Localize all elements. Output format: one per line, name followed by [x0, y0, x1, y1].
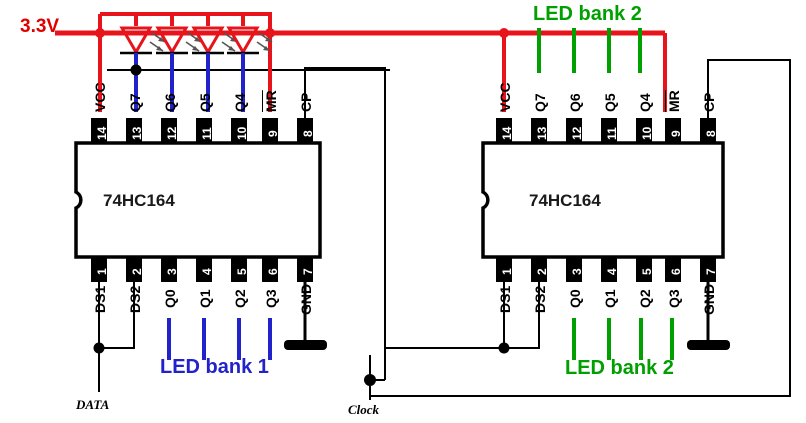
right-pin-num-3: 3 — [570, 268, 584, 275]
left-chip-label: 74HC164 — [103, 191, 175, 210]
right-pin-name-3: Q0 — [567, 289, 583, 308]
left-chip-bottom-pin-boxes — [91, 256, 313, 282]
right-pin-num-9: 9 — [669, 130, 683, 137]
right-pin-num-8: 8 — [704, 130, 718, 137]
wire-right-ds2-to-ds1 — [504, 282, 540, 349]
left-pin-name-3: Q0 — [162, 289, 178, 308]
right-chip-label: 74HC164 — [529, 191, 601, 210]
left-pin-name-14: VCC — [92, 82, 108, 112]
right-chip-top-pin-boxes — [496, 118, 716, 144]
junction-dot-led-common — [130, 64, 142, 76]
led-bank-1-label: LED bank 1 — [160, 356, 269, 378]
power-rail-label: 3.3V — [20, 16, 60, 37]
right-pin-num-1: 1 — [500, 268, 514, 275]
right-pin-num-4: 4 — [605, 268, 619, 275]
left-pin-name-13: Q7 — [127, 93, 143, 112]
right-pin-num-14: 14 — [500, 126, 514, 140]
right-pin-name-9: MR — [666, 90, 682, 112]
right-pin-name-4: Q1 — [602, 289, 618, 308]
left-pin-num-13: 13 — [130, 126, 144, 140]
left-pin-num-14: 14 — [95, 126, 109, 140]
junction-dot-vcc-mid — [265, 28, 275, 38]
data-signal-label: DATA — [76, 397, 110, 412]
left-pin-num-2: 2 — [130, 268, 144, 275]
wire-right-cp-to-clock — [370, 59, 791, 397]
left-pin-num-11: 11 — [200, 127, 214, 140]
wire-left-cp-to-clock — [304, 67, 386, 380]
right-pin-num-11: 11 — [605, 127, 619, 140]
left-chip-body — [74, 141, 322, 259]
left-pin-num-5: 5 — [235, 268, 249, 275]
left-pin-num-8: 8 — [301, 130, 315, 137]
left-pin-num-10: 10 — [235, 126, 249, 140]
junction-dot-vcc-left — [95, 28, 105, 38]
led-bank-2-top-label: LED bank 2 — [533, 3, 642, 25]
right-pin-name-10: Q4 — [637, 93, 653, 112]
right-pin-num-10: 10 — [640, 126, 654, 140]
right-pin-name-7: GND — [701, 283, 717, 315]
left-pin-num-3: 3 — [165, 268, 179, 275]
junction-dot-right-ds — [498, 342, 510, 354]
right-pin-num-2: 2 — [535, 268, 549, 275]
left-pin-num-7: 7 — [301, 268, 315, 275]
left-pin-name-8: CP — [298, 92, 314, 112]
right-pin-name-6: Q3 — [666, 289, 682, 308]
right-pin-name-2: DS2 — [532, 285, 548, 313]
left-pin-num-9: 9 — [266, 130, 280, 137]
right-pin-name-5: Q2 — [637, 289, 653, 308]
clock-signal-label: Clock — [348, 402, 380, 417]
junction-dot-clock — [364, 374, 376, 386]
left-pin-name-11: Q5 — [197, 93, 213, 112]
left-pin-name-12: Q6 — [162, 93, 178, 112]
left-pin-name-9: MR — [263, 90, 279, 112]
left-pin-num-12: 12 — [165, 126, 179, 140]
ground-symbol-left — [284, 340, 327, 350]
ground-symbol-right — [687, 340, 730, 350]
left-pin-num-4: 4 — [200, 268, 214, 275]
left-pin-name-7: GND — [298, 283, 314, 315]
right-pin-name-12: Q6 — [567, 93, 583, 112]
right-pin-name-8: CP — [701, 92, 717, 112]
right-pin-num-5: 5 — [640, 268, 654, 275]
junction-dot-vcc-right — [499, 28, 509, 38]
left-pin-name-6: Q3 — [263, 289, 279, 308]
left-pin-num-6: 6 — [266, 268, 280, 275]
right-chip-body — [481, 141, 725, 259]
wire-left-ds2-to-ds1 — [99, 282, 135, 349]
right-pin-num-13: 13 — [535, 126, 549, 140]
left-pin-name-10: Q4 — [232, 93, 248, 112]
left-pin-name-1: DS1 — [92, 285, 108, 313]
left-pin-name-5: Q2 — [232, 289, 248, 308]
right-pin-name-11: Q5 — [602, 93, 618, 112]
right-chip-bottom-pin-boxes — [496, 256, 716, 282]
left-pin-name-2: DS2 — [127, 285, 143, 313]
right-pin-num-7: 7 — [704, 268, 718, 275]
left-pin-name-4: Q1 — [197, 289, 213, 308]
right-pin-num-6: 6 — [669, 268, 683, 275]
led-bank-2-bottom-label: LED bank 2 — [565, 357, 674, 379]
right-pin-name-13: Q7 — [532, 93, 548, 112]
right-pin-name-1: DS1 — [497, 285, 513, 313]
junction-dot-data — [93, 342, 105, 354]
left-pin-num-1: 1 — [95, 268, 109, 275]
right-pin-name-14: VCC — [497, 82, 513, 112]
right-pin-num-12: 12 — [570, 126, 584, 140]
